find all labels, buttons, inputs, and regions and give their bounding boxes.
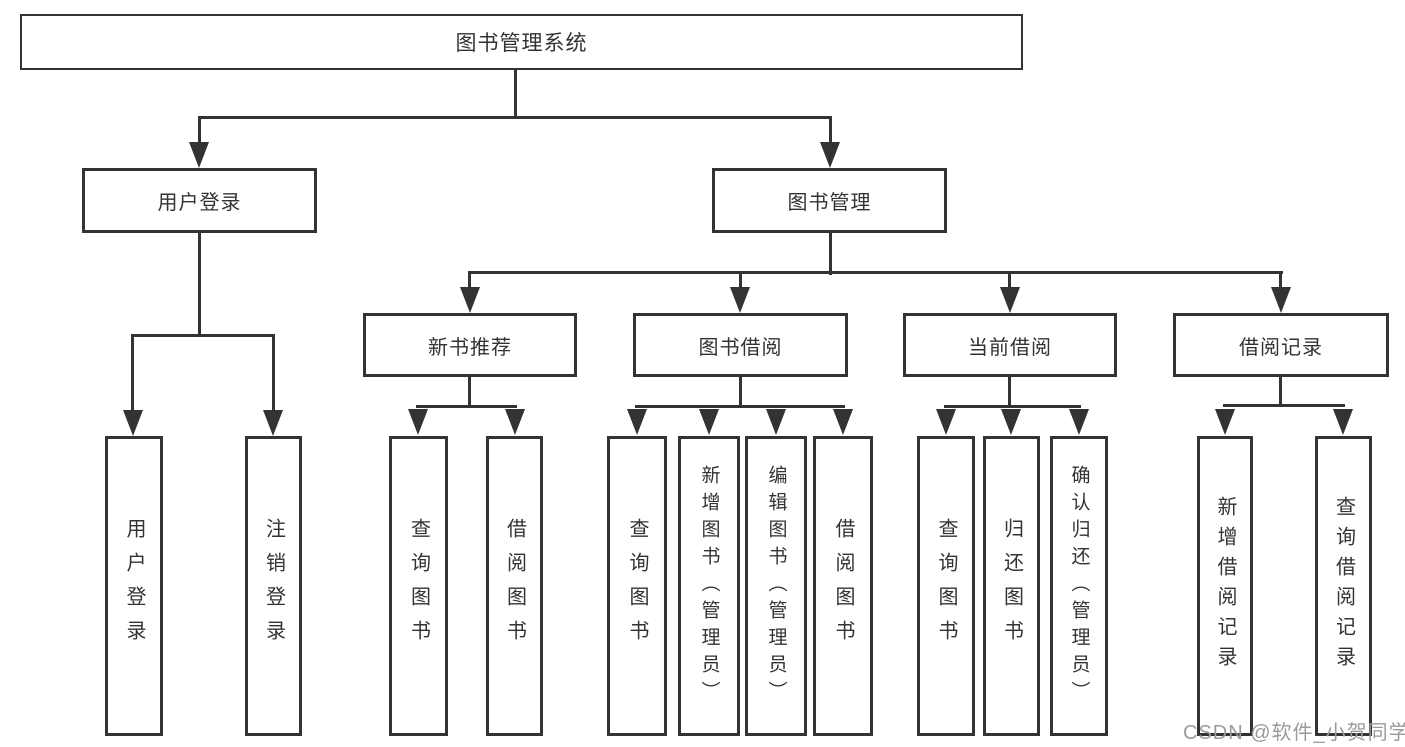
node-label: 图书管理 — [787, 192, 872, 214]
connector-vline — [468, 377, 471, 407]
arrow-down-icon — [408, 409, 428, 435]
arrow-down-icon — [505, 409, 525, 435]
node-user-login: 用户登录 — [82, 168, 317, 233]
connector-hline — [198, 116, 832, 119]
node-label: 新增图书（管理员） — [698, 464, 720, 708]
node-label: 确认归还（管理员） — [1068, 464, 1090, 708]
arrow-down-icon — [833, 409, 853, 435]
leaf-logout: 注销登录 — [245, 436, 302, 736]
node-label: 图书借阅 — [698, 336, 783, 359]
connector-vline — [739, 377, 742, 407]
node-current-borrow: 当前借阅 — [903, 313, 1117, 377]
connector-vline — [468, 274, 471, 289]
connector-hline — [944, 405, 1081, 408]
node-label: 查询图书 — [935, 518, 957, 654]
connector-vline — [1008, 274, 1011, 289]
connector-vline — [829, 233, 832, 275]
connector-vline — [514, 68, 517, 118]
node-label: 借阅图书 — [832, 518, 854, 654]
node-book-management: 图书管理 — [712, 168, 947, 233]
node-label: 查询图书 — [407, 518, 430, 654]
connector-hline — [635, 405, 845, 408]
node-label: 注销登录 — [262, 518, 285, 654]
leaf-query-borrow-record: 查询借阅记录 — [1315, 436, 1372, 736]
node-label: 新书推荐 — [428, 336, 512, 359]
connector-vline — [131, 337, 134, 412]
arrow-down-icon — [936, 409, 956, 435]
node-label: 图书管理系统 — [455, 32, 588, 55]
arrow-down-icon — [1215, 409, 1235, 435]
connector-hline — [416, 405, 517, 408]
leaf-return-books: 归还图书 — [983, 436, 1040, 736]
arrow-down-icon — [1000, 287, 1020, 313]
node-borrow-records: 借阅记录 — [1173, 313, 1389, 377]
connector-vline — [272, 337, 275, 412]
node-label: 当前借阅 — [968, 336, 1052, 359]
arrow-down-icon — [627, 409, 647, 435]
arrow-down-icon — [460, 287, 480, 313]
connector-vline — [829, 118, 832, 144]
connector-vline — [739, 274, 742, 289]
leaf-edit-book-admin: 编辑图书（管理员） — [745, 436, 807, 736]
node-label: 归还图书 — [1000, 518, 1023, 654]
connector-vline — [1279, 377, 1282, 406]
leaf-query-books-current: 查询图书 — [917, 436, 975, 736]
leaf-borrow-books-recommend: 借阅图书 — [486, 436, 543, 736]
arrow-down-icon — [123, 410, 143, 436]
connector-hline — [131, 334, 275, 337]
connector-hline — [1223, 404, 1345, 407]
arrow-down-icon — [1069, 409, 1089, 435]
connector-vline — [1279, 274, 1282, 289]
node-label: 新增借阅记录 — [1214, 496, 1236, 676]
node-label: 借阅记录 — [1239, 336, 1323, 359]
arrow-down-icon — [766, 409, 786, 435]
arrow-down-icon — [1001, 409, 1021, 435]
node-new-book-recommend: 新书推荐 — [363, 313, 577, 377]
leaf-add-borrow-record: 新增借阅记录 — [1197, 436, 1253, 736]
arrow-down-icon — [699, 409, 719, 435]
arrow-down-icon — [730, 287, 750, 313]
arrow-down-icon — [820, 142, 840, 168]
leaf-user-login: 用户登录 — [105, 436, 163, 736]
node-label: 编辑图书（管理员） — [765, 464, 787, 708]
node-label: 查询借阅记录 — [1332, 496, 1355, 676]
node-label: 用户登录 — [123, 518, 145, 654]
leaf-query-books-recommend: 查询图书 — [389, 436, 448, 736]
node-label: 用户登录 — [157, 192, 242, 214]
arrow-down-icon — [263, 410, 283, 436]
connector-vline — [198, 118, 201, 144]
leaf-borrow-books: 借阅图书 — [813, 436, 873, 736]
node-label: 查询图书 — [626, 518, 648, 654]
leaf-add-book-admin: 新增图书（管理员） — [678, 436, 740, 736]
csdn-watermark: CSDN @软件_小贺同学 — [1183, 722, 1405, 744]
leaf-query-books-borrow: 查询图书 — [607, 436, 667, 736]
node-root-library-management-system: 图书管理系统 — [20, 14, 1023, 70]
connector-vline — [1008, 377, 1011, 407]
arrow-down-icon — [1271, 287, 1291, 313]
arrow-down-icon — [189, 142, 209, 168]
connector-vline — [198, 233, 201, 337]
arrow-down-icon — [1333, 409, 1353, 435]
leaf-confirm-return-admin: 确认归还（管理员） — [1050, 436, 1108, 736]
node-book-borrow: 图书借阅 — [633, 313, 848, 377]
node-label: 借阅图书 — [503, 518, 526, 654]
connector-hline — [468, 271, 1283, 274]
